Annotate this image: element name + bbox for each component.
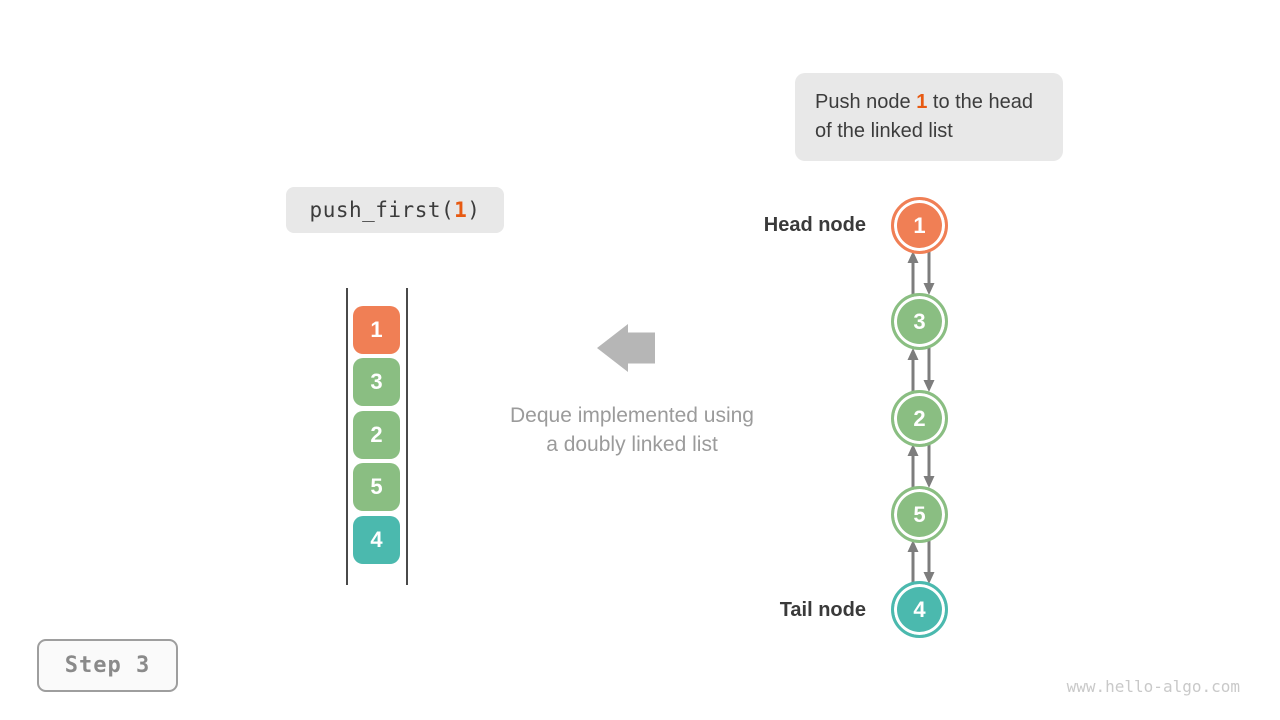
linked-list-node: 2 xyxy=(891,390,948,447)
deque-array-cell: 3 xyxy=(353,358,400,406)
operation-arg-value: 1 xyxy=(454,198,468,222)
annotation-text: Push node 1 to the head of the linked li… xyxy=(815,88,1043,146)
annotation-text-after: to the head of the linked list xyxy=(815,91,1033,142)
tail-node-label: Tail node xyxy=(779,599,866,621)
deque-array-cell: 4 xyxy=(353,516,400,564)
deque-array-cell: 5 xyxy=(353,463,400,511)
step-label: Step 3 xyxy=(64,653,151,678)
annotation-text-before: Push node xyxy=(815,91,917,113)
arrow-left-icon xyxy=(597,324,655,372)
operation-code-box: push_first(1) xyxy=(286,187,504,233)
deque-array-cell: 2 xyxy=(353,411,400,459)
step-badge: Step 3 xyxy=(37,639,178,692)
linked-list-node: 4 xyxy=(891,581,948,638)
deque-caption: Deque implemented using a doubly linked … xyxy=(482,401,782,459)
doubly-link-arrows-icon xyxy=(907,251,935,295)
doubly-link-arrows-icon xyxy=(907,540,935,584)
deque-array-right-wall xyxy=(406,288,408,585)
head-node-label: Head node xyxy=(763,214,866,236)
site-watermark: www.hello-algo.com xyxy=(1066,677,1240,696)
deque-array-cell: 1 xyxy=(353,306,400,354)
annotation-box: Push node 1 to the head of the linked li… xyxy=(795,73,1063,161)
deque-array-left-wall xyxy=(346,288,348,585)
annotation-highlight-value: 1 xyxy=(916,91,928,113)
doubly-link-arrows-icon xyxy=(907,348,935,392)
linked-list-node: 1 xyxy=(891,197,948,254)
doubly-link-arrows-icon xyxy=(907,444,935,488)
operation-code-before: push_first( xyxy=(309,198,455,222)
operation-code-after: ) xyxy=(467,198,481,222)
linked-list-node: 5 xyxy=(891,486,948,543)
linked-list-node: 3 xyxy=(891,293,948,350)
deque-caption-line1: Deque implemented using xyxy=(510,404,754,427)
deque-caption-line2: a doubly linked list xyxy=(546,433,718,456)
